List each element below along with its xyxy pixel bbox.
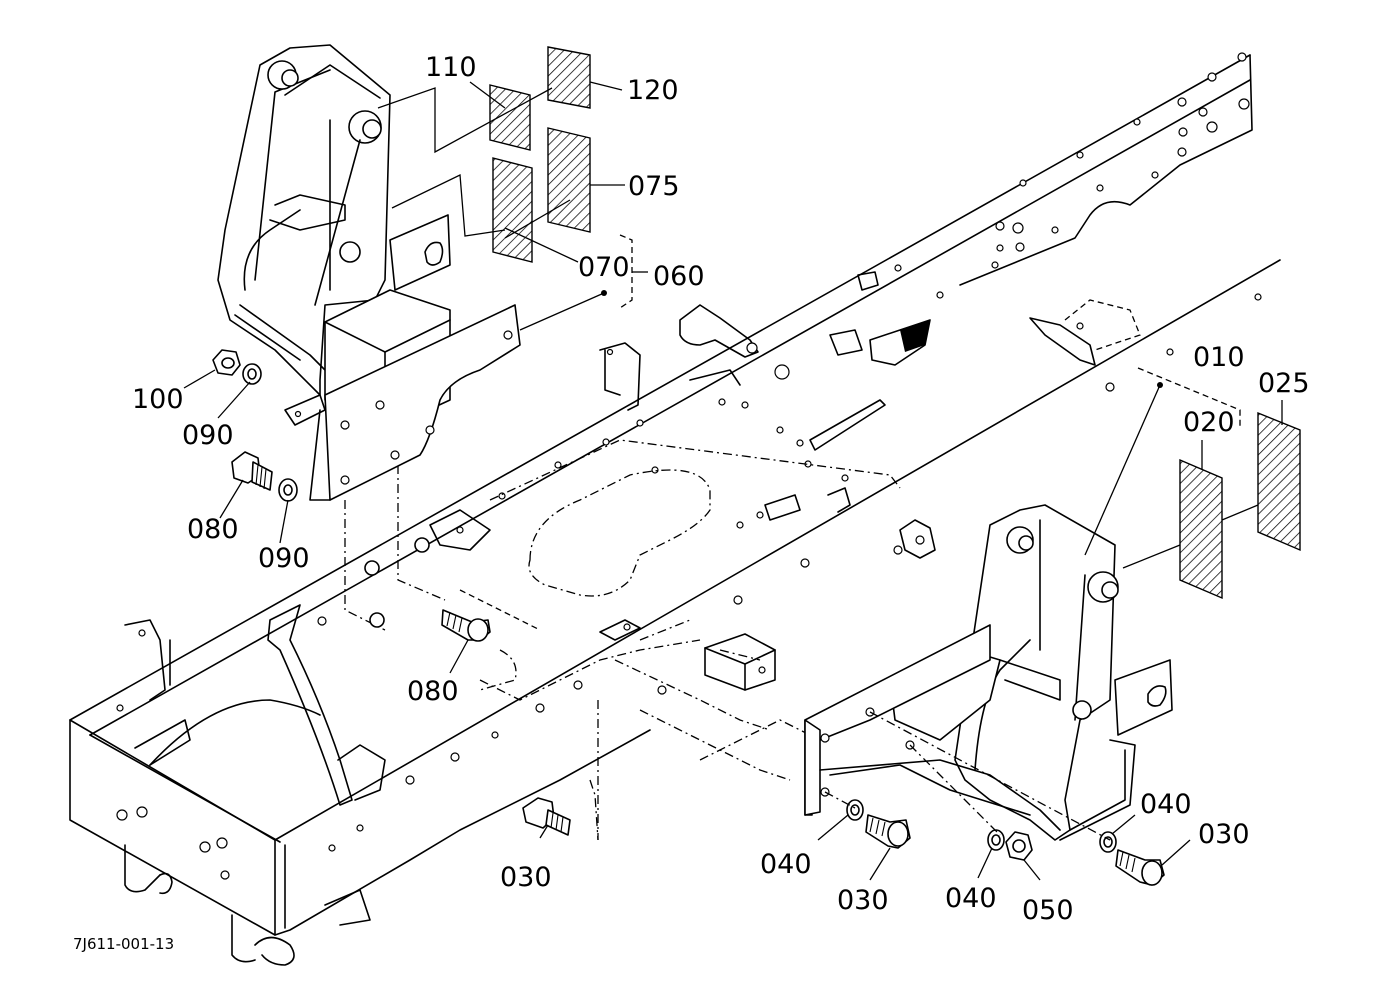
callout-030-right: 030 — [1198, 819, 1250, 850]
callout-025: 025 — [1258, 368, 1310, 399]
bolt-030-left — [522, 797, 571, 836]
label-plate-020 — [1179, 458, 1223, 600]
fasteners — [212, 349, 1165, 886]
washer-040-b — [987, 829, 1005, 851]
figure-id: 7J611-001-13 — [73, 935, 174, 953]
callout-040-b: 040 — [945, 883, 997, 914]
label-plate-070 — [492, 157, 533, 263]
callout-020: 020 — [1183, 407, 1235, 438]
label-plates — [489, 46, 1301, 600]
nut-100 — [212, 349, 241, 376]
callout-100: 100 — [132, 384, 184, 415]
washer-040-a — [846, 799, 864, 821]
callout-075: 075 — [628, 171, 680, 202]
label-plate-075 — [547, 127, 591, 233]
label-plate-025 — [1257, 411, 1301, 552]
callout-090-lower: 090 — [258, 543, 310, 574]
washer-040-c — [1099, 831, 1117, 853]
nut-050 — [1005, 831, 1033, 861]
callout-010: 010 — [1193, 342, 1245, 373]
callout-110: 110 — [425, 52, 477, 83]
bolt-080-left — [231, 451, 273, 491]
bolt-030-right — [1115, 849, 1165, 886]
callout-040-c: 040 — [1140, 789, 1192, 820]
callout-080-left: 080 — [187, 514, 239, 545]
label-plate-120 — [547, 46, 591, 109]
callout-080-center: 080 — [407, 676, 459, 707]
leader-lines — [183, 81, 1283, 881]
washer-090-lower — [278, 478, 298, 502]
label-plate-110 — [489, 84, 531, 151]
callout-070: 070 — [578, 252, 630, 283]
right-mount-bracket — [804, 504, 1173, 841]
callout-120: 120 — [627, 75, 679, 106]
callout-030-center: 030 — [837, 885, 889, 916]
bolt-080-center — [441, 609, 491, 642]
callout-050: 050 — [1022, 895, 1074, 926]
main-frame — [69, 52, 1281, 966]
callout-040-a: 040 — [760, 849, 812, 880]
callout-090-upper: 090 — [182, 420, 234, 451]
callout-030-left: 030 — [500, 862, 552, 893]
washer-090-upper — [242, 363, 262, 385]
callout-060: 060 — [653, 261, 705, 292]
callouts: 110 120 075 070 060 100 090 080 090 080 … — [73, 52, 1310, 953]
bolt-030-center — [865, 814, 911, 849]
left-mount-bracket — [217, 44, 521, 501]
